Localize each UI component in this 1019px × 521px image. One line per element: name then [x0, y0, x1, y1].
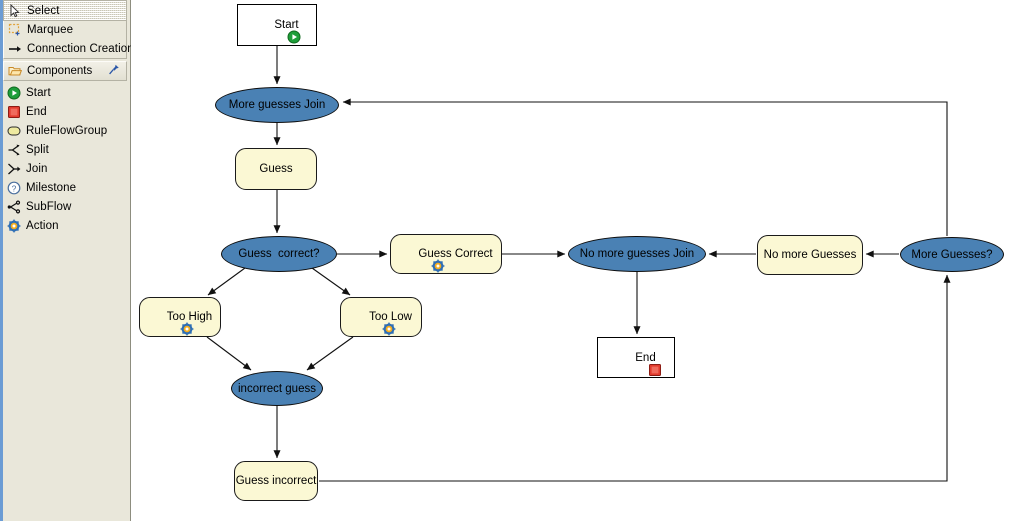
split-icon: [7, 143, 21, 157]
green-play-icon: [7, 86, 21, 100]
edge-more-guesses-to-more-join: [342, 98, 948, 236]
palette-components-header-label: Components: [27, 65, 93, 77]
arrow-right-icon: [8, 42, 22, 56]
svg-text:?: ?: [12, 183, 17, 193]
node-too-low[interactable]: Too Low: [340, 297, 422, 337]
open-folder-icon: [8, 64, 23, 78]
node-no-more-guesses-join-label: No more guesses Join: [579, 248, 695, 260]
palette-panel: Select Marquee Connection Creation: [0, 0, 134, 521]
palette-item-split[interactable]: Split: [3, 140, 127, 159]
gear-icon: [350, 310, 396, 336]
palette-item-subflow-label: SubFlow: [26, 200, 72, 213]
palette-tool-marquee[interactable]: Marquee: [4, 20, 126, 39]
palette-item-milestone-label: Milestone: [26, 181, 77, 194]
palette-item-start[interactable]: Start: [3, 83, 127, 102]
edge-guess-incorrect-to-more-guesses: [319, 274, 951, 482]
palette-item-end[interactable]: End: [3, 102, 127, 121]
palette-item-ruleflowgroup[interactable]: RuleFlowGroup: [3, 121, 127, 140]
palette-item-join-label: Join: [26, 162, 48, 175]
gear-icon: [7, 219, 21, 233]
node-guess-correct[interactable]: Guess Correct: [390, 234, 502, 274]
palette-item-end-label: End: [26, 105, 47, 118]
edge-too-high-to-incorrect: [206, 336, 252, 371]
palette-components-header[interactable]: Components: [3, 61, 127, 81]
subflow-icon: [7, 199, 21, 214]
node-more-guesses-question-label: More Guesses?: [911, 248, 993, 261]
gear-icon: [148, 310, 194, 336]
node-more-guesses-join-label: More guesses Join: [228, 99, 326, 111]
flow-edges: [206, 46, 951, 482]
palette-item-action-label: Action: [26, 219, 59, 232]
edge-question-to-too-high: [207, 267, 246, 296]
cursor-arrow-icon: [8, 3, 22, 18]
marquee-icon: [8, 23, 22, 37]
palette-item-split-label: Split: [26, 143, 49, 156]
node-more-guesses-join[interactable]: More guesses Join: [215, 87, 339, 123]
palette-tool-marquee-label: Marquee: [27, 23, 74, 36]
node-no-more-guesses[interactable]: No more Guesses: [757, 235, 863, 275]
node-guess-correct-question-label: Guess correct?: [238, 248, 320, 260]
flow-canvas[interactable]: Start More guesses Join Guess Guess corr…: [131, 0, 1019, 521]
node-no-more-guesses-label: No more Guesses: [763, 249, 857, 261]
node-guess-correct-question[interactable]: Guess correct?: [221, 236, 337, 272]
palette-tool-select[interactable]: Select: [3, 0, 127, 21]
node-guess-incorrect[interactable]: Guess incorrect: [234, 461, 318, 501]
node-start[interactable]: Start: [237, 4, 317, 46]
palette-item-join[interactable]: Join: [3, 159, 127, 178]
edge-too-low-to-incorrect: [306, 336, 354, 371]
palette-item-action[interactable]: Action: [3, 216, 127, 235]
palette-components-list: Start End RuleFlowGroup: [3, 83, 127, 239]
node-incorrect-guess-label: incorrect guess: [238, 382, 316, 395]
node-guess-label: Guess: [259, 163, 293, 175]
palette-components-drawer[interactable]: Components: [3, 61, 127, 82]
join-icon: [7, 162, 21, 176]
yellow-rounded-icon: [7, 124, 21, 138]
palette-tool-select-label: Select: [27, 4, 60, 17]
node-more-guesses-question[interactable]: More Guesses?: [900, 237, 1004, 272]
gear-icon: [399, 247, 445, 273]
palette-item-start-label: Start: [26, 86, 51, 99]
red-stop-icon: [7, 105, 21, 119]
palette-tools-group: Select Marquee Connection Creation: [3, 0, 134, 59]
node-too-high[interactable]: Too High: [139, 297, 221, 337]
node-guess-incorrect-label: Guess incorrect: [235, 475, 317, 487]
pushpin-icon[interactable]: [108, 64, 120, 79]
palette-tool-connection-label: Connection Creation: [27, 42, 134, 55]
palette-accent-edge: [0, 0, 3, 521]
node-no-more-guesses-join[interactable]: No more guesses Join: [568, 236, 706, 272]
palette-tool-connection-creation[interactable]: Connection Creation: [4, 39, 134, 58]
node-guess-correct-label: Guess Correct: [418, 248, 493, 260]
node-incorrect-guess[interactable]: incorrect guess: [231, 371, 323, 406]
green-play-icon: [255, 18, 301, 44]
red-stop-icon: [616, 351, 662, 376]
palette-item-milestone[interactable]: ? Milestone: [3, 178, 127, 197]
palette-item-ruleflowgroup-label: RuleFlowGroup: [26, 124, 108, 137]
palette-item-subflow[interactable]: SubFlow: [3, 197, 127, 216]
node-end[interactable]: End: [597, 337, 675, 378]
question-circle-icon: ?: [7, 181, 21, 195]
edge-question-to-too-low: [311, 267, 351, 296]
node-guess[interactable]: Guess: [235, 148, 317, 190]
